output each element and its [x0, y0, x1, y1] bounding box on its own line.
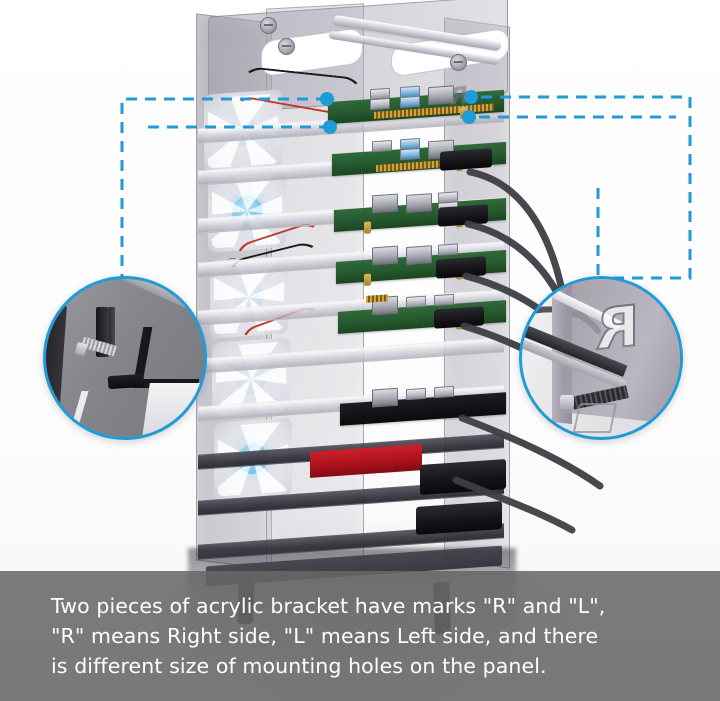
usb-port [400, 95, 420, 109]
standoff [364, 273, 371, 286]
frame-screw [278, 38, 295, 55]
usb-port [434, 385, 454, 399]
pi-cluster-tower [182, 0, 522, 668]
network-switch [416, 500, 502, 536]
caption-banner: Two pieces of acrylic bracket have marks… [0, 571, 720, 701]
ethernet-port [406, 245, 432, 266]
engraved-r-mark: R [595, 293, 640, 365]
frame-screw [260, 17, 277, 34]
power-adapter [438, 204, 488, 227]
acrylic-bracket-outline [572, 403, 618, 433]
ethernet-port [372, 387, 398, 408]
frame-screw [450, 54, 467, 71]
bracket-tab-shadow [109, 307, 115, 355]
caption-text: Two pieces of acrylic bracket have marks… [51, 593, 606, 679]
power-adapter [434, 306, 484, 329]
usb-port [400, 147, 420, 161]
ethernet-port [372, 245, 398, 266]
usb-port [434, 293, 454, 307]
power-adapter [436, 256, 486, 279]
corner-screw [560, 395, 574, 409]
power-adapter [440, 148, 492, 171]
usb-port [372, 139, 392, 153]
ethernet-port [372, 193, 398, 214]
ethernet-port [406, 193, 432, 213]
standoff [364, 221, 371, 234]
right-detail-bubble[interactable]: R [519, 276, 683, 440]
usb-port [406, 387, 426, 401]
left-bubble-content [46, 279, 204, 437]
left-detail-bubble[interactable] [43, 276, 207, 440]
connector-bar [107, 373, 145, 390]
usb-port [406, 295, 426, 309]
clear-acrylic-bracket [66, 391, 175, 437]
usb-port [370, 97, 390, 111]
panel-mark-r-on-tower: R [450, 81, 469, 111]
network-switch [420, 458, 506, 496]
right-bubble-content: R [522, 279, 680, 437]
usb-port [438, 243, 458, 256]
